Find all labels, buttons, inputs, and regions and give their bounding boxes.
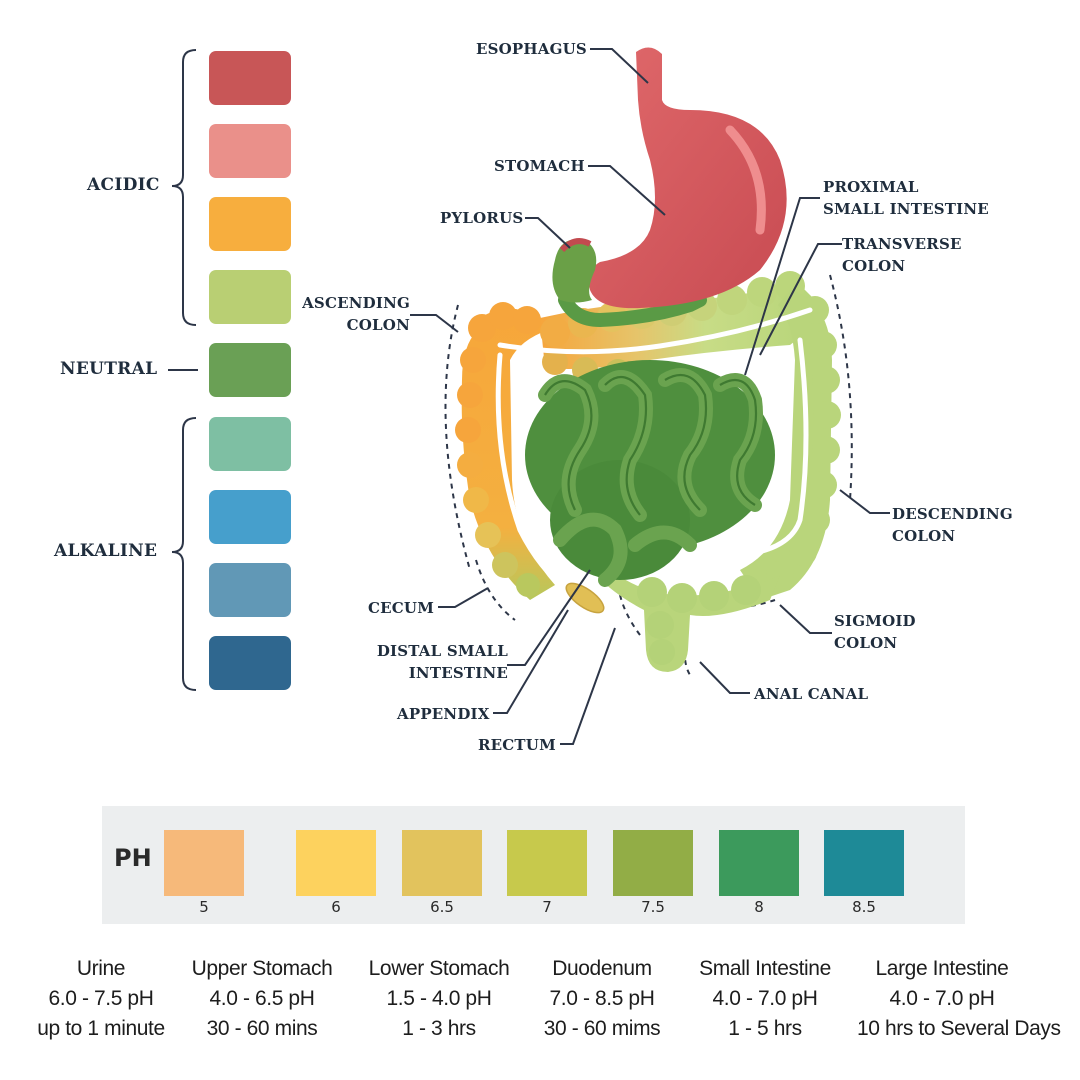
label-proximal-small-intestine: PROXIMAL SMALL INTESTINE — [823, 178, 989, 218]
region-time: 10 hrs to Several Days — [857, 1017, 1061, 1040]
region-ph: 1.5 - 4.0 pH — [386, 987, 492, 1010]
label-transverse-colon: TRANSVERSE COLON — [842, 235, 962, 275]
region-time: 30 - 60 mins — [206, 1017, 318, 1040]
alkaline-bracket — [171, 417, 197, 691]
region-time: 1 - 3 hrs — [402, 1017, 476, 1040]
acidic-bracket — [171, 49, 197, 326]
ph-box-8-5 — [824, 830, 904, 896]
ph-box-6 — [296, 830, 376, 896]
region-ph: 4.0 - 6.5 pH — [209, 987, 315, 1010]
acidic-label: ACIDIC — [87, 175, 160, 195]
region-name: Duodenum — [552, 957, 652, 980]
swatch-6 — [209, 417, 291, 471]
ph-value-8: 8 — [754, 898, 764, 916]
region-urine: Urine 6.0 - 7.5 pH up to 1 minute — [16, 954, 186, 1044]
swatch-4 — [209, 270, 291, 324]
label-sigmoid-colon: SIGMOID COLON — [834, 612, 916, 652]
region-ph: 7.0 - 8.5 pH — [549, 987, 655, 1010]
ph-value-6-5: 6.5 — [430, 898, 454, 916]
ph-strip-title: PH — [114, 844, 152, 872]
small-intestine-shape — [525, 293, 775, 587]
label-descending-colon: DESCENDING COLON — [892, 505, 1013, 545]
ph-value-7-5: 7.5 — [641, 898, 665, 916]
region-time: 1 - 5 hrs — [728, 1017, 802, 1040]
ph-value-7: 7 — [542, 898, 552, 916]
region-time: 30 - 60 mims — [543, 1017, 661, 1040]
highlight-lines — [495, 307, 813, 593]
region-ph: 6.0 - 7.5 pH — [48, 987, 154, 1010]
sigmoid-rectum-shape — [596, 560, 780, 672]
region-small-intestine: Small Intestine 4.0 - 7.0 pH 1 - 5 hrs — [680, 954, 850, 1044]
ph-box-7-5 — [613, 830, 693, 896]
swatch-1 — [209, 51, 291, 105]
region-name: Large Intestine — [875, 957, 1009, 980]
stomach-shape — [552, 47, 787, 309]
label-cecum: CECUM — [368, 599, 434, 617]
label-ascending-colon: ASCENDING COLON — [302, 294, 410, 334]
swatch-5 — [209, 343, 291, 397]
region-name: Small Intestine — [699, 957, 831, 980]
ph-value-8-5: 8.5 — [852, 898, 876, 916]
label-appendix: APPENDIX — [397, 705, 490, 723]
label-rectum: RECTUM — [478, 736, 556, 754]
ph-box-5 — [164, 830, 244, 896]
neutral-label: NEUTRAL — [60, 359, 158, 379]
ph-box-6-5 — [402, 830, 482, 896]
swatch-8 — [209, 563, 291, 617]
swatch-2 — [209, 124, 291, 178]
label-esophagus: ESOPHAGUS — [476, 40, 587, 58]
swatch-9 — [209, 636, 291, 690]
label-distal-small-intestine: DISTAL SMALL INTESTINE — [376, 642, 508, 682]
ph-value-6: 6 — [331, 898, 341, 916]
region-time: up to 1 minute — [37, 1017, 165, 1040]
region-lower-stomach: Lower Stomach 1.5 - 4.0 pH 1 - 3 hrs — [354, 954, 524, 1044]
label-stomach: STOMACH — [494, 157, 585, 175]
region-upper-stomach: Upper Stomach 4.0 - 6.5 pH 30 - 60 mins — [177, 954, 347, 1044]
ph-strip: PH 5 6 6.5 7 7.5 8 8.5 — [102, 806, 965, 924]
ph-value-5: 5 — [199, 898, 209, 916]
alkaline-label: ALKALINE — [54, 541, 158, 561]
region-name: Urine — [76, 957, 126, 980]
leader-lines — [410, 48, 890, 745]
region-ph: 4.0 - 7.0 pH — [712, 987, 818, 1010]
ph-box-7 — [507, 830, 587, 896]
digestive-diagram — [168, 47, 890, 745]
ascending-colon-shape — [455, 302, 555, 600]
region-duodenum: Duodenum 7.0 - 8.5 pH 30 - 60 mims — [517, 954, 687, 1044]
region-ph: 4.0 - 7.0 pH — [889, 987, 995, 1010]
region-large-intestine: Large Intestine 4.0 - 7.0 pH 10 hrs to S… — [857, 954, 1061, 1044]
region-name: Lower Stomach — [368, 957, 510, 980]
swatch-3 — [209, 197, 291, 251]
ph-box-8 — [719, 830, 799, 896]
label-pylorus: PYLORUS — [440, 209, 524, 227]
swatch-7 — [209, 490, 291, 544]
label-anal-canal: ANAL CANAL — [754, 685, 869, 703]
region-name: Upper Stomach — [191, 957, 333, 980]
